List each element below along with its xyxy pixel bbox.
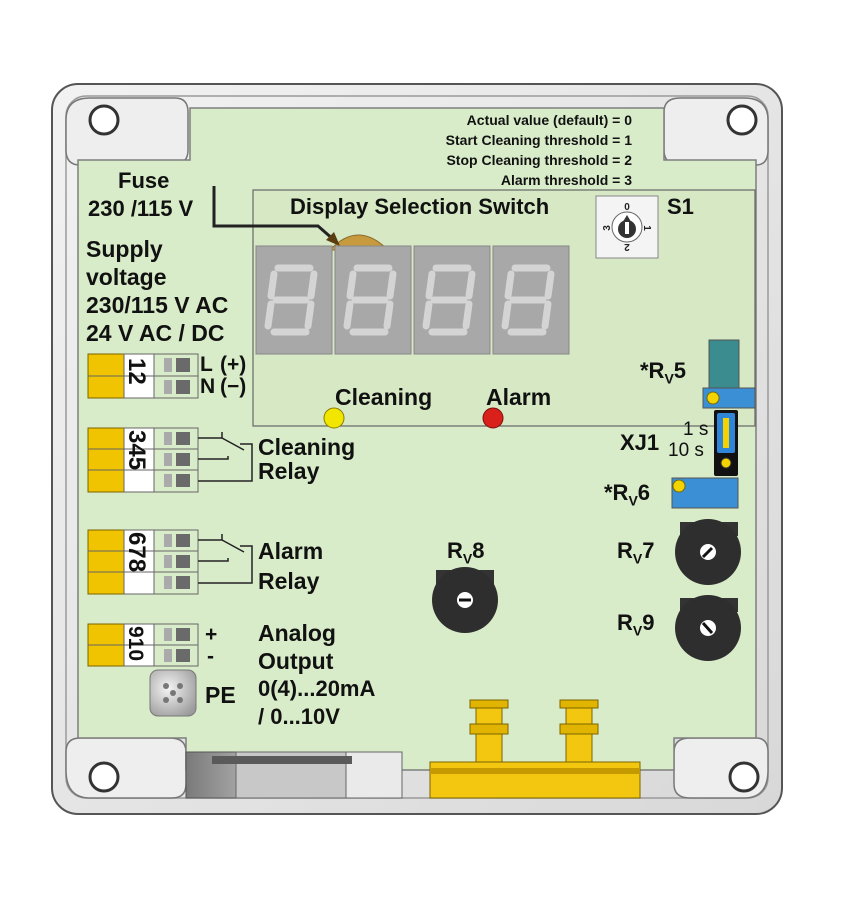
dial-mark-0: 0 xyxy=(624,202,630,213)
terminal-block-12[interactable] xyxy=(87,353,199,399)
jumper-id-label: XJ1 xyxy=(620,430,660,455)
corner-screw-holes xyxy=(65,97,769,799)
selection-legend: Actual value (default) = 0 Start Cleanin… xyxy=(446,110,632,190)
terminal-block-345[interactable] xyxy=(87,427,199,493)
jumper-option-2: 10 s xyxy=(668,440,704,461)
cleaning-led-label: Cleaning xyxy=(335,384,433,410)
switch-id-label: S1 xyxy=(667,194,694,219)
alarm-led xyxy=(482,407,504,429)
display-selection-switch[interactable]: 0 1 2 3 xyxy=(595,195,659,259)
rv6-label: *RV6 xyxy=(604,480,651,509)
analog-line-3: 0(4)...20mA xyxy=(258,676,376,701)
analog-line-2: Output xyxy=(258,648,334,674)
supply-line-1: Supply xyxy=(86,236,163,262)
rv5-trimmer[interactable] xyxy=(702,339,756,409)
rv9-potentiometer[interactable] xyxy=(675,595,741,661)
display-selection-title: Display Selection Switch xyxy=(290,194,550,219)
alarm-relay-label-1: Alarm xyxy=(258,538,324,564)
rv8-num: 8 xyxy=(472,538,485,563)
jumper-option-1: 1 s xyxy=(683,419,709,440)
legend-line-3: Alarm threshold = 3 xyxy=(500,172,632,188)
alarm-relay-contacts xyxy=(198,534,253,584)
rv5-prefix: *R xyxy=(640,358,665,383)
supply-line-3: 230/115 V AC xyxy=(86,292,229,318)
rv7-sub: V xyxy=(632,550,643,567)
dial-mark-2: 2 xyxy=(624,241,630,252)
legend-line-2: Stop Cleaning threshold = 2 xyxy=(446,152,632,168)
rv7-num: 7 xyxy=(642,538,655,563)
supply-line-2: voltage xyxy=(86,264,167,290)
analog-minus: - xyxy=(207,645,214,668)
fuse-leader-line xyxy=(212,186,335,242)
rv6-trimmer[interactable] xyxy=(671,477,739,509)
rv8-prefix: R xyxy=(447,538,463,563)
alarm-relay-label-2: Relay xyxy=(258,568,320,594)
terminal-block-910[interactable] xyxy=(87,623,199,667)
rv5-sub: V xyxy=(664,370,674,387)
fuse-arrow-head xyxy=(326,232,340,246)
analog-line-4: / 0...10V xyxy=(258,704,340,729)
xj1-jumper[interactable] xyxy=(714,410,738,476)
pe-label: PE xyxy=(205,682,236,708)
analog-line-1: Analog xyxy=(258,620,336,646)
seven-segment-display xyxy=(255,245,570,355)
hose-fittings xyxy=(429,699,641,799)
analog-plus: + xyxy=(205,623,218,646)
rv7-label: RV7 xyxy=(617,538,655,567)
rv8-sub: V xyxy=(462,550,473,567)
terminal-n-label: N xyxy=(200,375,216,398)
fuse-title: Fuse xyxy=(118,168,170,193)
rv8-label: RV8 xyxy=(447,538,485,567)
rv6-num: 6 xyxy=(637,480,651,505)
rv6-sub: V xyxy=(628,492,638,509)
rv9-num: 9 xyxy=(642,610,655,635)
rv8-potentiometer[interactable] xyxy=(432,567,498,633)
rv6-prefix: *R xyxy=(604,480,629,505)
terminal-block-678[interactable] xyxy=(87,529,199,595)
dial-mark-3: 3 xyxy=(602,225,613,231)
rv5-label: *RV5 xyxy=(640,358,687,387)
rv7-prefix: R xyxy=(617,538,633,563)
rv7-potentiometer[interactable] xyxy=(675,519,741,585)
alarm-led-label: Alarm xyxy=(486,384,552,410)
terminal-l-polarity: (+) xyxy=(220,353,247,376)
terminal-n-polarity: (−) xyxy=(220,375,247,398)
cable-gland xyxy=(185,751,403,799)
terminal-label-678: 678 xyxy=(123,532,150,572)
terminal-label-345: 345 xyxy=(123,430,150,470)
cleaning-relay-label-2: Relay xyxy=(258,458,320,484)
rv5-num: 5 xyxy=(673,358,687,383)
legend-line-1: Start Cleaning threshold = 1 xyxy=(445,132,632,148)
cleaning-led xyxy=(323,407,345,429)
pe-ground-screw xyxy=(149,669,197,717)
dial-mark-1: 1 xyxy=(641,225,652,231)
rv9-label: RV9 xyxy=(617,610,655,639)
rv9-sub: V xyxy=(632,622,643,639)
terminal-blocks xyxy=(87,353,199,667)
fuse-rating: 230 /115 V xyxy=(88,196,194,221)
terminal-label-910: 910 xyxy=(124,626,147,661)
terminal-label-12: 12 xyxy=(123,358,150,385)
cleaning-relay-label-1: Cleaning xyxy=(258,434,356,460)
terminal-l-label: L xyxy=(200,353,213,376)
supply-line-4: 24 V AC / DC xyxy=(86,320,225,346)
rv9-prefix: R xyxy=(617,610,633,635)
cleaning-relay-contacts xyxy=(198,432,253,482)
legend-line-0: Actual value (default) = 0 xyxy=(466,112,632,128)
